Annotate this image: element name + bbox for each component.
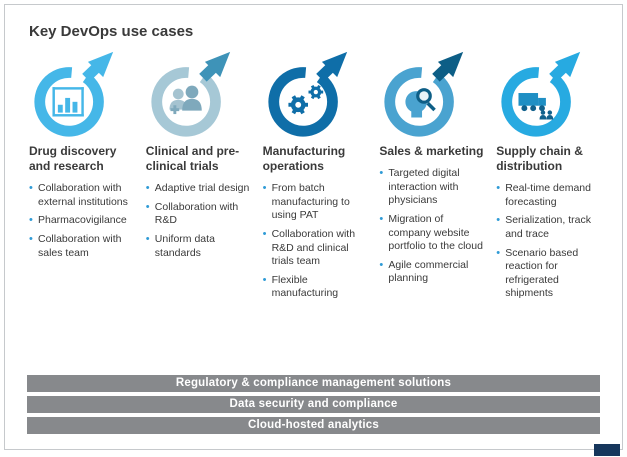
column-sales-marketing: Sales & marketing Targeted digital inter…	[379, 48, 487, 306]
bullet-item: Scenario based reaction for refrigerated…	[496, 246, 604, 302]
bar-data-security: Data security and compliance	[27, 396, 600, 413]
use-case-columns: Drug discovery and research Collaboratio…	[29, 48, 604, 306]
corner-logo-mark	[594, 444, 620, 456]
logistics-truck-people-icon	[501, 51, 581, 137]
bullet-item: Collaboration with sales team	[29, 232, 137, 260]
column-heading: Sales & marketing	[379, 144, 484, 158]
bullet-item: Collaboration with R&D and clinical tria…	[263, 227, 371, 269]
column-drug-discovery: Drug discovery and research Collaboratio…	[29, 48, 137, 306]
column-heading: Drug discovery and research	[29, 144, 117, 173]
bar-regulatory-compliance: Regulatory & compliance management solut…	[27, 375, 600, 392]
column-manufacturing: Manufacturing operations From batch manu…	[263, 48, 371, 306]
slide-frame: Key DevOps use cases	[4, 4, 623, 450]
bullet-item: Targeted digital interaction with physic…	[379, 166, 487, 208]
bullet-list: Adaptive trial design Collaboration with…	[146, 181, 254, 260]
bullet-item: From batch manufacturing to using PAT	[263, 181, 371, 223]
bullet-list: Collaboration with external institutions…	[29, 181, 137, 260]
bullet-item: Pharmacovigilance	[29, 213, 137, 228]
bullet-item: Flexible manufacturing	[263, 273, 371, 301]
gears-icon	[267, 51, 347, 137]
bullet-item: Real-time demand forecasting	[496, 181, 604, 209]
bottom-bars: Regulatory & compliance management solut…	[27, 375, 600, 434]
bullet-item: Collaboration with external institutions	[29, 181, 137, 209]
bullet-list: Real-time demand forecasting Serializati…	[496, 181, 604, 302]
bullet-item: Uniform data standards	[146, 232, 254, 260]
bullet-item: Adaptive trial design	[146, 181, 254, 196]
people-plus-icon	[151, 51, 230, 137]
column-supply-chain: Supply chain & distribution Real-time de…	[496, 48, 604, 306]
column-clinical-trials: Clinical and pre-clinical trials Adaptiv…	[146, 48, 254, 306]
bullet-item: Collaboration with R&D	[146, 200, 254, 228]
bullet-item: Serialization, track and trace	[496, 213, 604, 241]
column-heading: Supply chain & distribution	[496, 144, 583, 173]
bar-chart-document-icon	[34, 51, 114, 137]
bar-cloud-analytics: Cloud-hosted analytics	[27, 417, 600, 434]
column-heading: Manufacturing operations	[262, 144, 346, 173]
page-title: Key DevOps use cases	[29, 23, 194, 40]
bullet-list: From batch manufacturing to using PAT Co…	[263, 181, 371, 301]
head-magnifier-icon	[384, 51, 464, 137]
bullet-list: Targeted digital interaction with physic…	[379, 166, 487, 286]
bullet-item: Migration of company website portfolio t…	[379, 212, 487, 254]
column-heading: Clinical and pre-clinical trials	[145, 144, 240, 173]
bullet-item: Agile commercial planning	[379, 258, 487, 286]
